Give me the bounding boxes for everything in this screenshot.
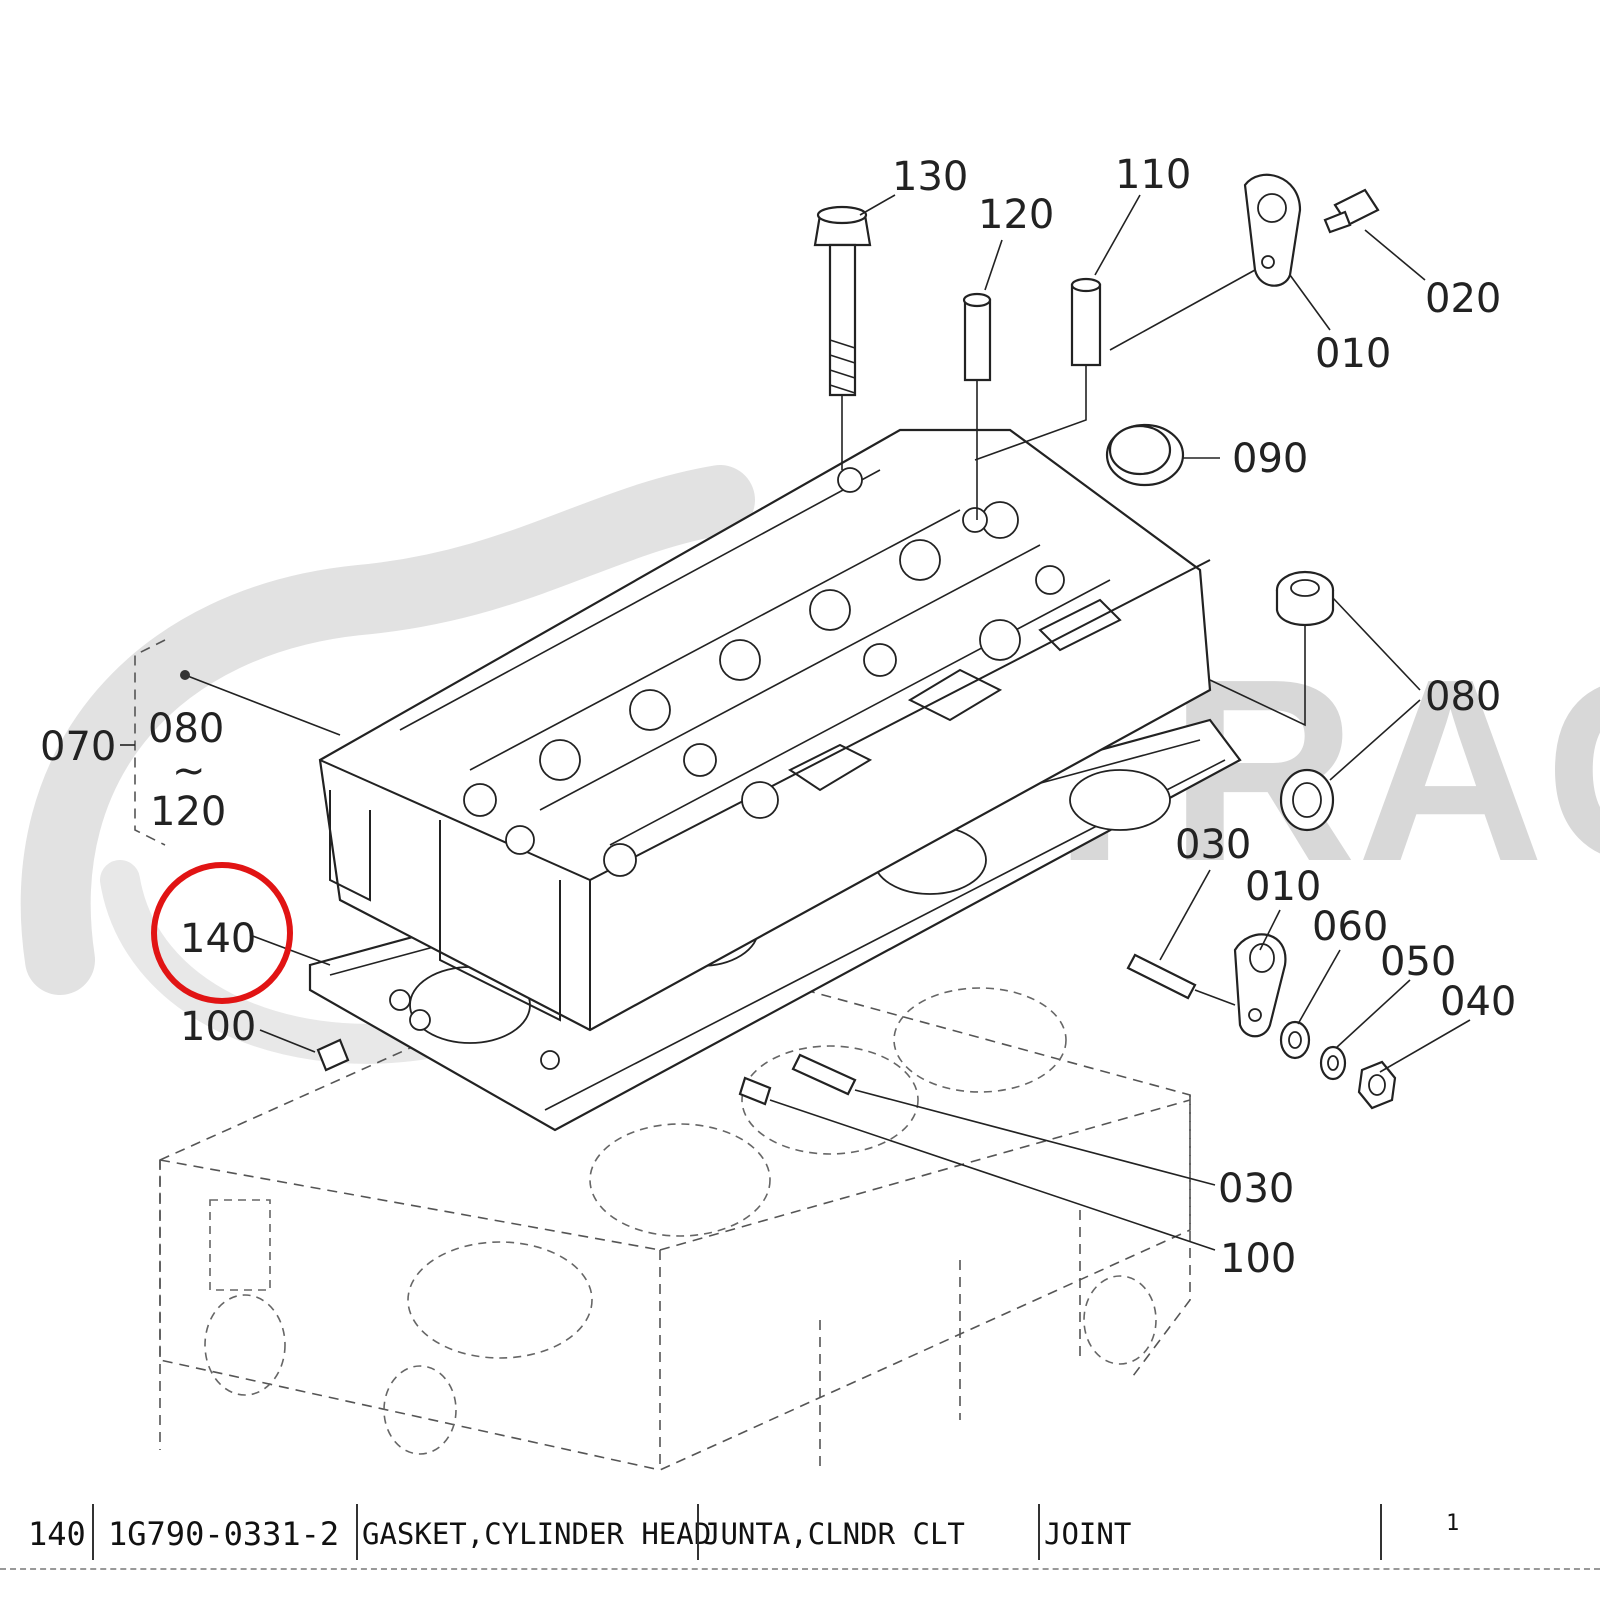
part-number: 1G790-0331-2 bbox=[108, 1515, 340, 1553]
callout-090: 090 bbox=[1232, 436, 1308, 482]
column-divider bbox=[356, 1504, 358, 1560]
stud-030-upper bbox=[1126, 953, 1236, 1006]
callout-070: 070 bbox=[40, 724, 116, 770]
valve-guide-110 bbox=[974, 277, 1102, 461]
column-divider bbox=[697, 1504, 699, 1560]
callout-100-bottom: 100 bbox=[1220, 1236, 1296, 1282]
part-ref-number: 140 bbox=[28, 1515, 86, 1553]
hanger-bracket-010-top bbox=[1109, 173, 1302, 351]
callout-100-left: 100 bbox=[180, 1004, 256, 1050]
engine-block bbox=[159, 944, 1191, 1471]
dowel-100-left bbox=[316, 1038, 350, 1072]
cylinder-head bbox=[318, 428, 1212, 1032]
part-description-es: JUNTA,CLNDR CLT bbox=[703, 1517, 965, 1551]
leader-lines bbox=[120, 194, 1471, 1251]
callout-010-mid: 010 bbox=[1245, 864, 1321, 910]
callout-110: 110 bbox=[1115, 152, 1191, 198]
callout-050: 050 bbox=[1380, 939, 1456, 985]
callout-040: 040 bbox=[1440, 979, 1516, 1025]
head-bolt-130 bbox=[813, 205, 872, 470]
column-divider bbox=[1038, 1504, 1040, 1560]
column-divider bbox=[92, 1504, 94, 1560]
hanger-bracket-010-mid bbox=[1233, 933, 1287, 1038]
bolt-020 bbox=[1323, 188, 1380, 234]
callout-080-right: 080 bbox=[1425, 674, 1501, 720]
callout-120: 120 bbox=[978, 192, 1054, 238]
callout-020: 020 bbox=[1425, 276, 1501, 322]
dowel-100-lower bbox=[738, 1076, 772, 1106]
callout-060: 060 bbox=[1312, 904, 1388, 950]
callout-010-top: 010 bbox=[1315, 331, 1391, 377]
callout-080-group: 080 bbox=[148, 706, 224, 752]
nut-040 bbox=[1357, 1060, 1397, 1110]
part-quantity: 1 bbox=[1446, 1511, 1460, 1536]
callout-130: 130 bbox=[892, 154, 968, 200]
plug-090 bbox=[1105, 423, 1185, 487]
callout-140: 140 bbox=[180, 916, 256, 962]
valve-guide-120 bbox=[962, 292, 992, 520]
part-description-fr: JOINT bbox=[1044, 1517, 1132, 1551]
highlight-circle-140 bbox=[151, 862, 293, 1004]
callout-group-tilde: ~ bbox=[172, 748, 206, 794]
seal-080-upper bbox=[1275, 570, 1335, 627]
column-divider bbox=[1380, 1504, 1382, 1560]
washer-060 bbox=[1279, 1020, 1311, 1060]
callout-030-bottom: 030 bbox=[1218, 1166, 1294, 1212]
callout-120-group: 120 bbox=[150, 789, 226, 835]
callout-030-top: 030 bbox=[1175, 822, 1251, 868]
callout-labels: 130 120 110 020 010 090 080 070 080 ~ 12… bbox=[40, 152, 1516, 1282]
part-description-en: GASKET,CYLINDER HEAD bbox=[362, 1517, 712, 1551]
stud-030-lower bbox=[791, 1053, 857, 1096]
seal-080-lower bbox=[1279, 768, 1335, 832]
parts-list-row[interactable]: 140 1G790-0331-2 GASKET,CYLINDER HEAD JU… bbox=[0, 1498, 1600, 1570]
washer-050 bbox=[1319, 1045, 1347, 1081]
